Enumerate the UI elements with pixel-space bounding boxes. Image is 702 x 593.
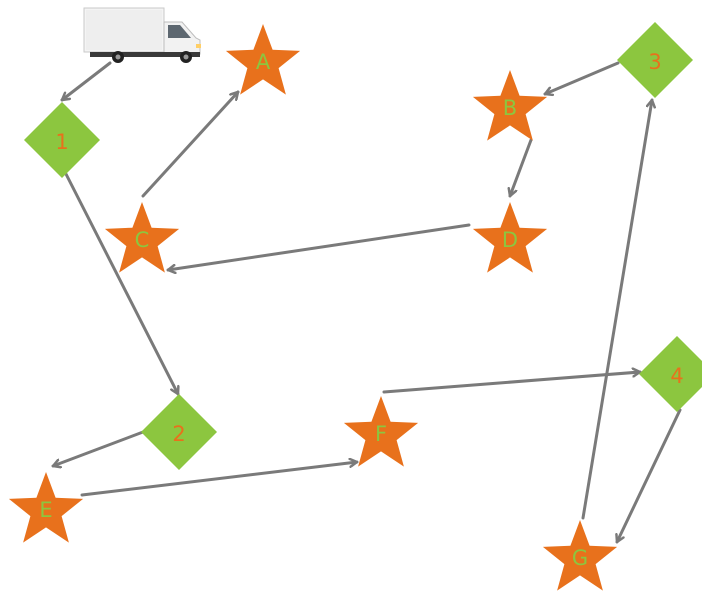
diamond-shape — [141, 394, 217, 470]
node-label: 1 — [55, 130, 68, 154]
stop-star-F: F — [343, 396, 419, 467]
route-arrow-C-to-A — [141, 90, 240, 198]
node-label: E — [39, 498, 52, 522]
route-arrow-G-to-3 — [581, 98, 652, 520]
star-shape — [343, 396, 419, 467]
diamond-shape — [24, 102, 100, 178]
node-label: B — [503, 96, 517, 120]
route-arrow-4-to-G — [617, 408, 682, 544]
waypoint-diamond-3: 3 — [617, 22, 693, 98]
node-label: F — [375, 422, 387, 446]
node-label: C — [135, 228, 150, 252]
route-arrow-F-to-4 — [382, 372, 642, 394]
route-arrow-E-to-F — [80, 462, 359, 497]
diamond-shape — [639, 336, 702, 412]
node-label: 3 — [648, 50, 661, 74]
diamond-shape — [617, 22, 693, 98]
waypoint-diamond-4: 4 — [639, 336, 702, 412]
stop-star-G: G — [542, 520, 618, 591]
waypoint-diamond-2: 2 — [141, 394, 217, 470]
stop-star-E: E — [8, 472, 84, 543]
node-label: D — [502, 228, 518, 252]
star-shape — [472, 202, 548, 273]
route-arrow-D-to-C — [166, 223, 471, 270]
stop-star-B: B — [472, 70, 548, 141]
route-arrow-3-to-B — [543, 61, 620, 94]
node-label: 2 — [172, 422, 185, 446]
route-arrow-1-to-2 — [64, 172, 178, 396]
route-edges — [51, 61, 682, 544]
star-shape — [542, 520, 618, 591]
star-shape — [104, 202, 180, 273]
node-label: 4 — [670, 364, 683, 388]
node-label: G — [572, 546, 588, 570]
star-shape — [225, 24, 301, 95]
route-arrow-2-to-E — [51, 430, 145, 466]
stop-star-C: C — [104, 202, 180, 273]
delivery-truck-icon — [83, 7, 201, 63]
waypoint-diamond-1: 1 — [24, 102, 100, 178]
stop-star-A: A — [225, 24, 301, 95]
stop-star-D: D — [472, 202, 548, 273]
star-shape — [8, 472, 84, 543]
route-arrow-truck-to-1 — [60, 61, 112, 102]
star-shape — [472, 70, 548, 141]
route-nodes: 1 2 3 4 A B C D E F G — [8, 22, 702, 591]
node-label: A — [256, 50, 271, 74]
route-arrow-B-to-D — [510, 138, 533, 198]
